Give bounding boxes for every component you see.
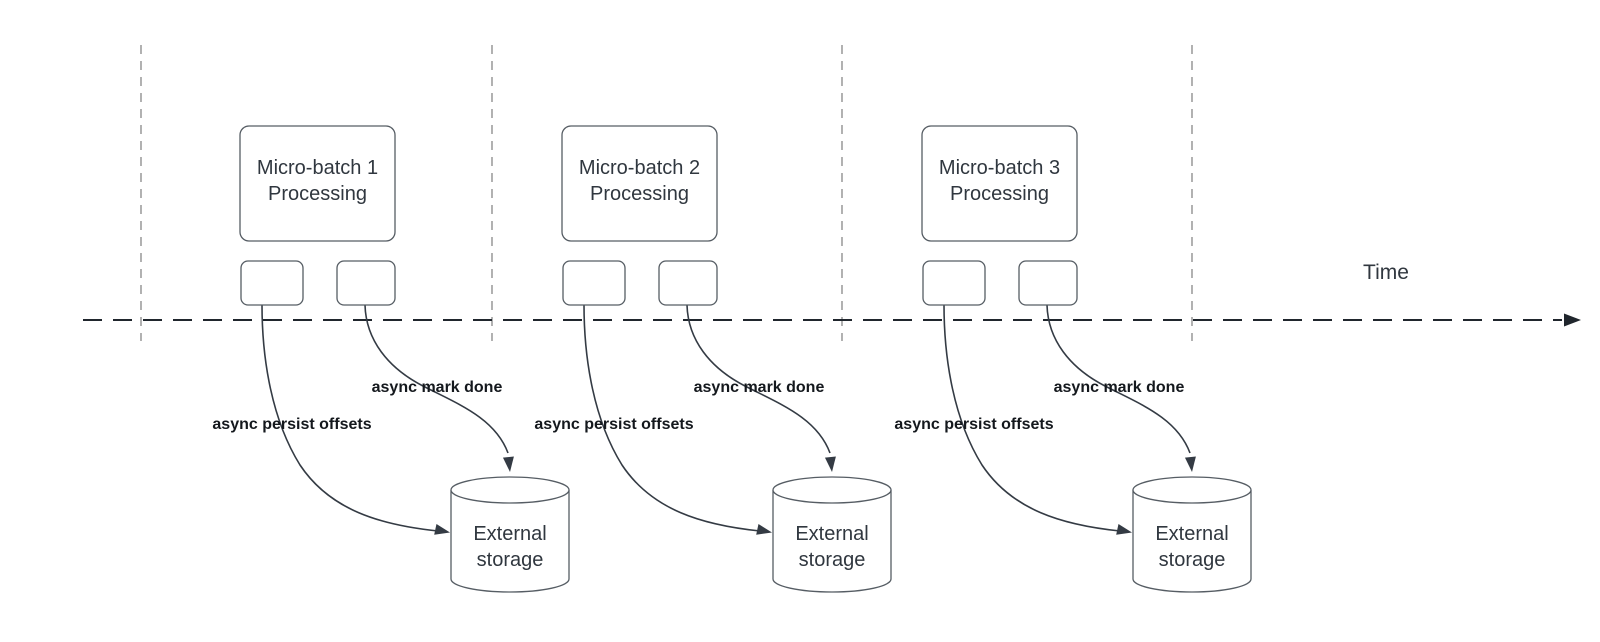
- async-mark-done-arrowhead-icon: [502, 456, 514, 472]
- async-persist-offsets-arrowhead-icon: [756, 524, 772, 535]
- timeline-arrowhead-icon: [1564, 313, 1581, 327]
- micro-batch-2-box: [561, 125, 718, 242]
- external-storage-cylinder: [450, 476, 570, 593]
- offset-commit-rect: [922, 260, 986, 306]
- async-persist-offsets-connector: [261, 304, 439, 532]
- async-mark-done-label: async mark done: [372, 379, 503, 396]
- mark-done-rect: [658, 260, 718, 306]
- async-mark-done-arrowhead-icon: [824, 456, 836, 472]
- async-persist-offsets-arrowhead-icon: [1116, 524, 1132, 535]
- offset-commit-rect: [562, 260, 626, 306]
- async-persist-offsets-label: async persist offsets: [534, 416, 693, 433]
- async-mark-done-label: async mark done: [1054, 379, 1185, 396]
- offset-commit-rect: [240, 260, 304, 306]
- async-mark-done-connector: [364, 304, 509, 454]
- async-persist-offsets-label: async persist offsets: [894, 416, 1053, 433]
- external-storage-cylinder: [1132, 476, 1252, 593]
- external-storage-cylinder: [772, 476, 892, 593]
- async-persist-offsets-arrowhead-icon: [434, 524, 450, 535]
- async-persist-offsets-connector: [943, 304, 1121, 532]
- micro-batch-1-box: [239, 125, 396, 242]
- async-persist-offsets-label: async persist offsets: [212, 416, 371, 433]
- timeline-label: Time: [1363, 261, 1409, 284]
- async-mark-done-label: async mark done: [694, 379, 825, 396]
- async-mark-done-arrowhead-icon: [1184, 456, 1196, 472]
- async-mark-done-connector: [1046, 304, 1191, 454]
- async-persist-offsets-connector: [583, 304, 761, 532]
- async-mark-done-connector: [686, 304, 831, 454]
- mark-done-rect: [336, 260, 396, 306]
- mark-done-rect: [1018, 260, 1078, 306]
- micro-batch-3-box: [921, 125, 1078, 242]
